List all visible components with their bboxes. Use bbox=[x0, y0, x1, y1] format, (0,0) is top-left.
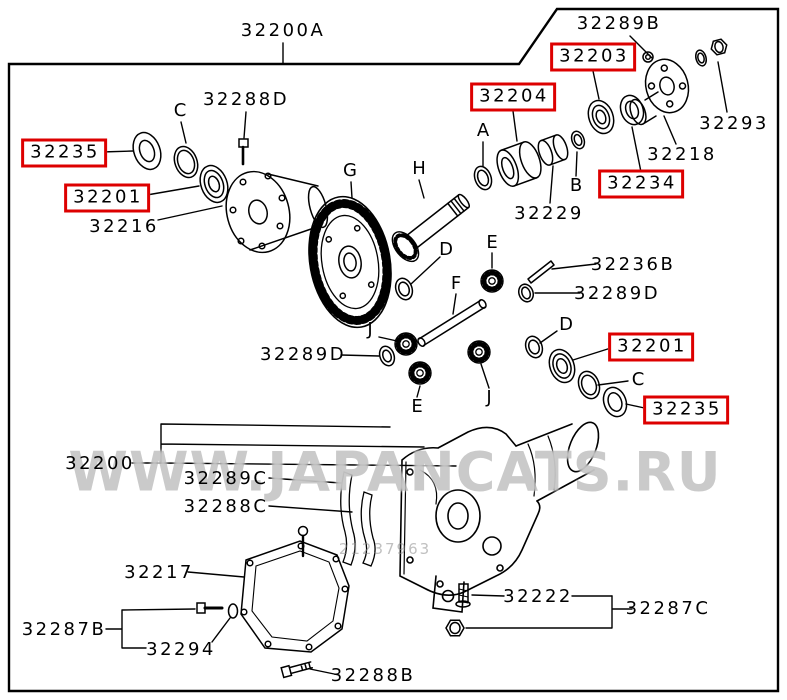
part-label-32200-30[interactable]: 32200 bbox=[65, 453, 135, 474]
gasket-32288c bbox=[360, 491, 376, 567]
ring-b bbox=[570, 130, 586, 150]
snap-ring-32294 bbox=[227, 603, 239, 619]
leader-lines bbox=[100, 35, 728, 676]
lock-pin-32236b bbox=[527, 260, 555, 284]
washer-top-right bbox=[694, 49, 708, 67]
ref-letter-H-16: H bbox=[412, 158, 426, 179]
ref-letter-B-11: B bbox=[569, 175, 583, 196]
bearing-32204 bbox=[496, 141, 542, 187]
stud-32222 bbox=[455, 583, 471, 608]
part-label-32236B-19[interactable]: 32236B bbox=[590, 254, 676, 275]
ref-letter-A-10: A bbox=[476, 120, 490, 141]
part-label-32288B-38[interactable]: 32288B bbox=[330, 665, 416, 686]
bolt-32287b bbox=[196, 602, 224, 614]
part-label-32229-12[interactable]: 32229 bbox=[514, 203, 584, 224]
part-label-32201-8[interactable]: 32201 bbox=[64, 183, 150, 213]
part-label-32217-33[interactable]: 32217 bbox=[124, 562, 194, 583]
part-label-32288C-32[interactable]: 32288C bbox=[183, 496, 269, 517]
ref-letter-D-24: D bbox=[559, 314, 573, 335]
ref-letter-E-28: E bbox=[411, 396, 423, 417]
nut-bottom bbox=[445, 619, 465, 637]
ref-letter-C-26: C bbox=[631, 369, 645, 390]
ring-gear-g bbox=[308, 195, 392, 329]
part-label-32218-14[interactable]: 32218 bbox=[647, 144, 717, 165]
part-label-32293-4[interactable]: 32293 bbox=[699, 113, 769, 134]
ref-letter-E-18: E bbox=[486, 232, 498, 253]
bearing-32201-right bbox=[548, 348, 576, 384]
ref-letter-J-29: J bbox=[486, 387, 492, 408]
frame-border bbox=[7, 7, 780, 693]
part-label-32234-13[interactable]: 32234 bbox=[598, 169, 684, 199]
pinion-shaft-f bbox=[417, 299, 487, 347]
bolt-32289b bbox=[642, 51, 654, 63]
part-label-32294-35[interactable]: 32294 bbox=[146, 639, 216, 660]
part-label-32289D-23[interactable]: 32289D bbox=[259, 344, 347, 365]
watermark-code: 21237963 bbox=[338, 540, 432, 558]
gasket-32289c bbox=[340, 471, 356, 566]
companion-flange-32218 bbox=[629, 58, 690, 126]
oil-seal-32235-left bbox=[132, 131, 162, 171]
ref-letter-J-22: J bbox=[367, 319, 373, 340]
washer-d-upper bbox=[394, 277, 414, 301]
differential-case-32216 bbox=[225, 170, 329, 254]
part-label-32289B-1[interactable]: 32289B bbox=[576, 13, 662, 34]
part-label-32201-25[interactable]: 32201 bbox=[608, 332, 694, 362]
part-label-32235-27[interactable]: 32235 bbox=[643, 395, 729, 425]
nut-32293 bbox=[710, 38, 728, 56]
snap-ring-c-left bbox=[173, 145, 199, 179]
bolt-32288b bbox=[280, 661, 313, 679]
part-label-32235-7[interactable]: 32235 bbox=[21, 138, 107, 168]
parts-drawing bbox=[132, 38, 728, 679]
part-label-32204-3[interactable]: 32204 bbox=[470, 82, 556, 112]
part-label-32216-9[interactable]: 32216 bbox=[89, 216, 159, 237]
part-label-32203-2[interactable]: 32203 bbox=[550, 42, 636, 72]
part-label-32287C-37[interactable]: 32287C bbox=[625, 598, 711, 619]
drive-pinion-h bbox=[391, 193, 471, 263]
washer-32289d-right bbox=[517, 283, 535, 303]
transfer-housing bbox=[399, 421, 600, 613]
ref-letter-D-17: D bbox=[439, 239, 453, 260]
ref-letter-G-15: G bbox=[343, 160, 357, 181]
spacer-32229 bbox=[537, 134, 569, 166]
washer-d-lower bbox=[524, 335, 544, 359]
washer-32289d-left bbox=[378, 345, 396, 367]
cover-32217 bbox=[240, 525, 350, 653]
part-label-32287B-34[interactable]: 32287B bbox=[21, 619, 107, 640]
bolt-32288d bbox=[238, 138, 249, 166]
ref-letter-F-21: F bbox=[450, 273, 462, 294]
part-label-32200A-0[interactable]: 32200A bbox=[240, 20, 326, 41]
part-label-32222-36[interactable]: 32222 bbox=[503, 586, 573, 607]
part-label-32288D-5[interactable]: 32288D bbox=[202, 89, 290, 110]
oil-seal-32235-right bbox=[602, 386, 628, 418]
part-label-32289C-31[interactable]: 32289C bbox=[183, 468, 269, 489]
part-label-32289D-20[interactable]: 32289D bbox=[573, 283, 661, 304]
ref-letter-C-6: C bbox=[173, 100, 187, 121]
bearing-32203 bbox=[587, 99, 615, 135]
